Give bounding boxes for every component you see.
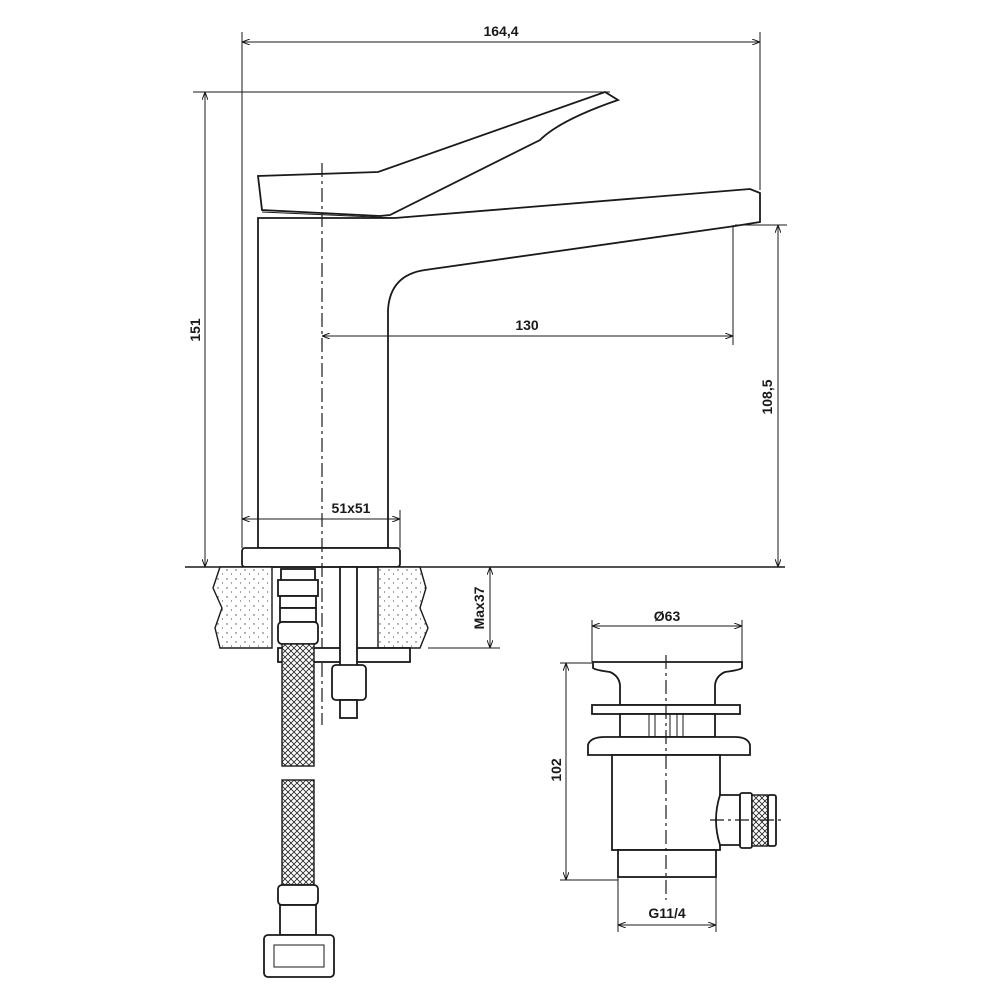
dim-label-base: 51x51 (332, 500, 371, 516)
dim-label-height: 151 (187, 318, 203, 342)
dim-label-diameter: Ø63 (654, 608, 681, 624)
dimension-overall-width: 164,4 (241, 23, 761, 548)
countertop-right (377, 566, 429, 649)
mounting-bolt (331, 566, 367, 719)
faucet-body (257, 188, 761, 549)
dimension-waste-height: 102 (548, 662, 618, 881)
dimension-countertop: Max37 (428, 567, 500, 649)
dimension-overall-height: 151 (187, 91, 610, 567)
dimension-base: 51x51 (242, 500, 401, 548)
countertop-left (212, 566, 273, 649)
supply-hose (263, 568, 335, 978)
dimension-waste-thread: G11/4 (617, 877, 717, 932)
dim-label-spout-height: 108,5 (759, 379, 775, 414)
dim-label-reach: 130 (515, 317, 539, 333)
dim-label-thread: G11/4 (648, 905, 686, 921)
dim-label-countertop: Max37 (471, 586, 487, 629)
dimension-spout-height: 108,5 (735, 224, 787, 567)
dim-label-width: 164,4 (483, 23, 518, 39)
dim-label-waste-height: 102 (548, 758, 564, 782)
faucet-side-view (241, 91, 761, 725)
faucet-lever (256, 91, 621, 217)
dimension-spout-reach: 130 (322, 225, 734, 345)
faucet-base-plate (241, 547, 401, 568)
waste-valve (587, 655, 785, 900)
dimension-waste-diameter: Ø63 (591, 608, 743, 662)
